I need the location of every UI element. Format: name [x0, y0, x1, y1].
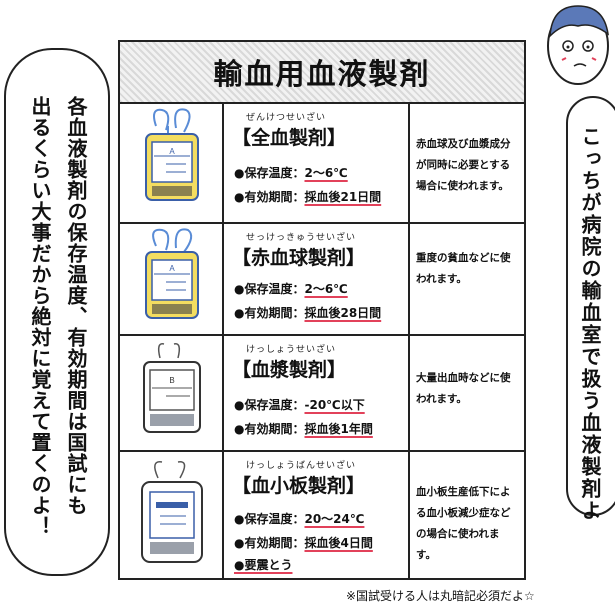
- storage-temp-line: ●保存温度：20〜24℃: [234, 510, 364, 527]
- right-bubble-text: こっちが病院の輸血室で扱う血液製剤よ: [578, 126, 602, 522]
- agitation-value: ●要震とう: [234, 558, 293, 572]
- product-name: 【血漿製剤】: [232, 359, 347, 381]
- footer-note: ※国試受ける人は丸暗記必須だよ☆: [346, 589, 535, 603]
- blood-bag-icon: B: [143, 343, 201, 433]
- product-ruby: けっしょうばんせいざい: [246, 461, 357, 471]
- storage-temp-label: ●保存温度：: [234, 166, 305, 180]
- bag-letter: B: [169, 376, 174, 385]
- product-name: 【全血製剤】: [232, 127, 347, 149]
- blood-bag-icon: A: [145, 108, 199, 201]
- product-ruby: ぜんけつせいざい: [246, 113, 327, 123]
- storage-temp-line: ●保存温度：-20℃以下: [234, 396, 365, 413]
- product-description: 血小板生産低下による血小板減少症などの場合に使われます。: [416, 486, 511, 561]
- table-row: B けっしょうせいざい 【血漿製剤】 ●保存温度：-20℃以下 ●有効期間：採血…: [120, 336, 524, 452]
- storage-temp-label: ●保存温度：: [234, 282, 305, 296]
- expiry-value: 採血後4日間: [304, 536, 373, 550]
- character-face: [538, 0, 615, 100]
- blood-bag-illustration: A: [120, 224, 224, 334]
- storage-temp-value: 2〜6℃: [304, 166, 348, 180]
- blood-bag-icon: [141, 461, 203, 563]
- bag-letter: A: [169, 147, 175, 156]
- left-bubble-text: 各血液製剤の保存温度、有効期間は国試にも 出るくらい大事だから絶対に覚えて置くの…: [28, 96, 88, 537]
- storage-temp-label: ●保存温度：: [234, 398, 305, 412]
- product-ruby: せっけっきゅうせいざい: [246, 233, 357, 243]
- bag-letter: A: [169, 264, 175, 273]
- expiry-value: 採血後21日間: [304, 190, 382, 204]
- product-name: 【赤血球製剤】: [232, 247, 366, 269]
- product-description: 大量出血時などに使われます。: [416, 372, 511, 405]
- nurse-character-icon: [547, 5, 609, 85]
- table-row: A せっけっきゅうせいざい 【赤血球製剤】 ●保存温度：2〜6℃ ●有効期間：採…: [120, 224, 524, 336]
- right-speech-bubble: こっちが病院の輸血室で扱う血液製剤よ: [566, 96, 615, 522]
- product-description: 重度の貧血などに使われます。: [416, 252, 511, 285]
- expiry-label: ●有効期間：: [234, 190, 305, 204]
- storage-temp-value: 20〜24℃: [304, 512, 365, 526]
- table-title-text: 輸血用血液製剤: [213, 57, 431, 91]
- storage-temp-value: -20℃以下: [304, 398, 365, 412]
- product-ruby: けっしょうせいざい: [246, 345, 337, 355]
- blood-bag-icon: A: [145, 228, 199, 319]
- expiry-label: ●有効期間：: [234, 306, 305, 320]
- expiry-line: ●有効期間：採血後4日間: [234, 534, 373, 551]
- storage-temp-line: ●保存温度：2〜6℃: [234, 164, 348, 181]
- blood-bag-illustration: [120, 452, 224, 578]
- expiry-line: ●有効期間：採血後21日間: [234, 188, 381, 205]
- expiry-value: 採血後1年間: [304, 422, 373, 436]
- expiry-line: ●有効期間：採血後28日間: [234, 304, 381, 321]
- product-description: 赤血球及び血漿成分が同時に必要とする場合に使われます。: [416, 138, 511, 192]
- table-row: A ぜんけつせいざい 【全血製剤】 ●保存温度：2〜6℃ ●有効期間：採血後21…: [120, 104, 524, 224]
- storage-temp-label: ●保存温度：: [234, 512, 305, 526]
- storage-temp-value: 2〜6℃: [304, 282, 348, 296]
- table-row: けっしょうばんせいざい 【血小板製剤】 ●保存温度：20〜24℃ ●有効期間：採…: [120, 452, 524, 578]
- left-speech-bubble: 各血液製剤の保存温度、有効期間は国試にも 出るくらい大事だから絶対に覚えて置くの…: [4, 48, 110, 576]
- table-title: 輸血用血液製剤: [120, 42, 524, 104]
- blood-bag-illustration: B: [120, 336, 224, 450]
- blood-products-table: 輸血用血液製剤 A ぜんけつせいざい 【全血製剤】 ●保存温度：2〜6℃: [118, 40, 526, 580]
- storage-temp-line: ●保存温度：2〜6℃: [234, 280, 348, 297]
- expiry-value: 採血後28日間: [304, 306, 382, 320]
- product-name: 【血小板製剤】: [232, 475, 366, 497]
- blood-bag-illustration: A: [120, 104, 224, 222]
- expiry-label: ●有効期間：: [234, 422, 305, 436]
- agitation-line: ●要震とう: [234, 556, 292, 573]
- expiry-line: ●有効期間：採血後1年間: [234, 420, 373, 437]
- expiry-label: ●有効期間：: [234, 536, 305, 550]
